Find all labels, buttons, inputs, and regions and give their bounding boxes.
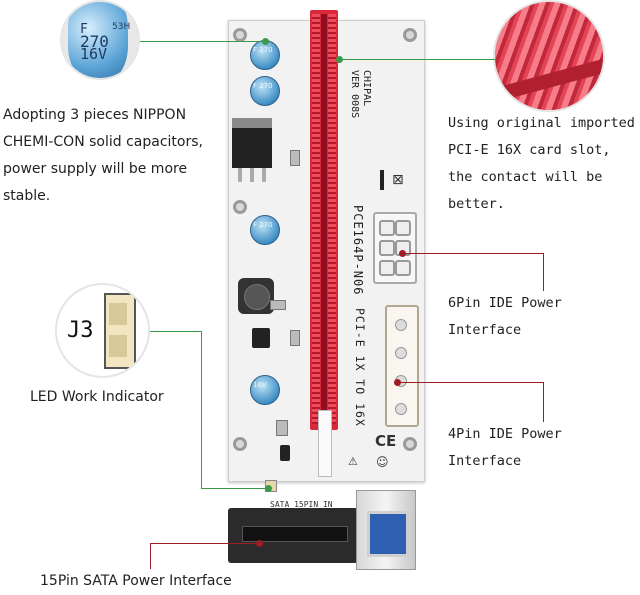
usb-connector [356, 490, 416, 570]
slot-caption-line: PCI-E 16X card slot, [448, 142, 611, 158]
pin6-caption: 6Pin IDE Power Interface [448, 295, 562, 338]
capacitor: F 270 [250, 40, 280, 70]
capacitor: F 270 [250, 76, 280, 106]
cap-text: F 270 [253, 82, 273, 90]
ce-mark: CE [375, 432, 397, 450]
version-label: VER 008S [349, 70, 360, 119]
callout-dot [399, 250, 406, 257]
mount-hole [233, 28, 247, 42]
sata-caption: 15Pin SATA Power Interface [40, 573, 232, 589]
zoom-cap-text: 16V [80, 45, 108, 63]
mount-hole [403, 28, 417, 42]
capacitor-caption-line: CHEMI-CON solid capacitors, [3, 134, 203, 150]
brand-label: CHIPAL [361, 70, 372, 107]
capacitor-caption-line: Adopting 3 pieces NIPPON [3, 107, 187, 123]
silk-mark [380, 170, 384, 190]
cap-text: 16V [253, 381, 267, 389]
zoom-cap-code: 53H [112, 22, 131, 32]
callout-line [140, 41, 264, 42]
model-label: PCE164P-N06 [351, 205, 365, 296]
smd-component [290, 150, 300, 166]
pcie-16x-slot [310, 10, 338, 430]
capacitor: 16V [250, 375, 280, 405]
callout-dot [262, 38, 269, 45]
sata-label: SATA 15PIN IN [270, 500, 333, 509]
callout-line [543, 253, 544, 291]
callout-line [403, 253, 543, 254]
zoom-cap-text: F [80, 22, 88, 37]
cap-text: F 270 [253, 221, 273, 229]
4pin-molex-connector [385, 305, 419, 427]
slot-latch [318, 410, 332, 477]
slot-caption-line: the contact will be better. [448, 169, 603, 212]
capacitor-caption-line: power supply will be more [3, 161, 188, 177]
callout-line [398, 382, 544, 383]
callout-line [150, 543, 151, 569]
slot-caption-line: Using original imported [448, 115, 635, 131]
mount-hole [233, 437, 247, 451]
callout-dot [265, 485, 272, 492]
callout-dot [394, 379, 401, 386]
mount-hole [403, 437, 417, 451]
callout-line [201, 331, 202, 489]
callout-line [340, 59, 495, 60]
inductor [238, 278, 274, 314]
voltage-regulator [232, 118, 272, 188]
capacitor: F 270 [250, 215, 280, 245]
capacitor-zoom: F 270 16V 53H [60, 0, 140, 80]
cap-text: F 270 [253, 46, 273, 54]
mount-hole [233, 200, 247, 214]
ic-chip [280, 445, 290, 461]
led-label-zoom: J3 [67, 318, 94, 343]
smd-component [276, 420, 288, 436]
desc-label: PCI-E 1X TO 16X [353, 308, 367, 427]
zoom-cap-text: 270 [80, 32, 109, 51]
fcc-icon: ☺ [376, 455, 389, 469]
6pin-connector [373, 212, 417, 284]
weee-icon: ⊠ [392, 172, 404, 188]
smd-component [290, 330, 300, 346]
capacitor-caption-line: stable. [3, 188, 51, 204]
sata-15pin-connector [228, 508, 358, 563]
callout-line [150, 331, 202, 332]
callout-dot [256, 540, 263, 547]
led-caption: LED Work Indicator [30, 389, 164, 405]
ic-chip [252, 328, 270, 348]
smd-component [270, 300, 286, 310]
slot-zoom [493, 0, 605, 112]
pin4-caption: 4Pin IDE Power Interface [448, 426, 562, 469]
callout-line [150, 543, 260, 544]
callout-line [543, 382, 544, 422]
warning-icon: ⚠ [348, 455, 358, 468]
callout-dot [336, 56, 343, 63]
callout-line [201, 488, 269, 489]
led-zoom: J3 [55, 283, 150, 378]
